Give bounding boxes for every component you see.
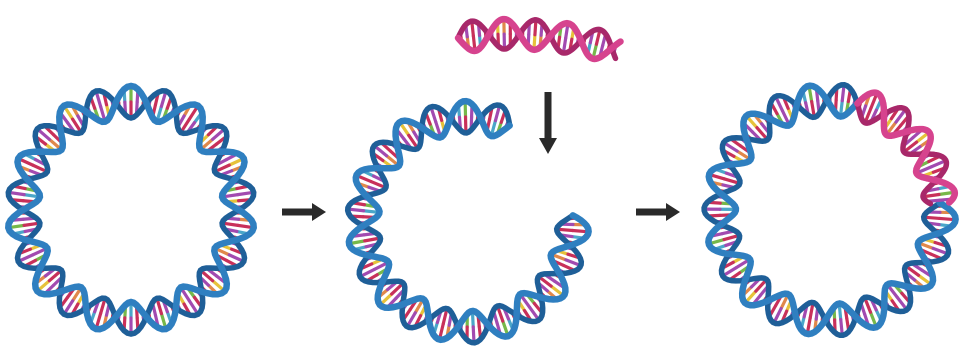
strand-front [8,86,253,329]
plasmid-cut [348,101,589,343]
strand-front [349,101,589,340]
arrow-head [666,203,680,221]
step-arrow-2 [636,203,680,221]
insert-fragment [458,19,621,59]
arrow-shaft [282,209,314,216]
step-arrow-1 [282,203,326,221]
strand-front [708,86,955,334]
arrow-head [539,138,557,154]
plasmid-intact [8,86,253,334]
arrow-shaft [545,92,552,140]
insert-arrow [539,92,557,154]
arrow-head [312,203,326,221]
plasmid-recombinant [704,85,956,336]
arrow-shaft [636,209,668,216]
